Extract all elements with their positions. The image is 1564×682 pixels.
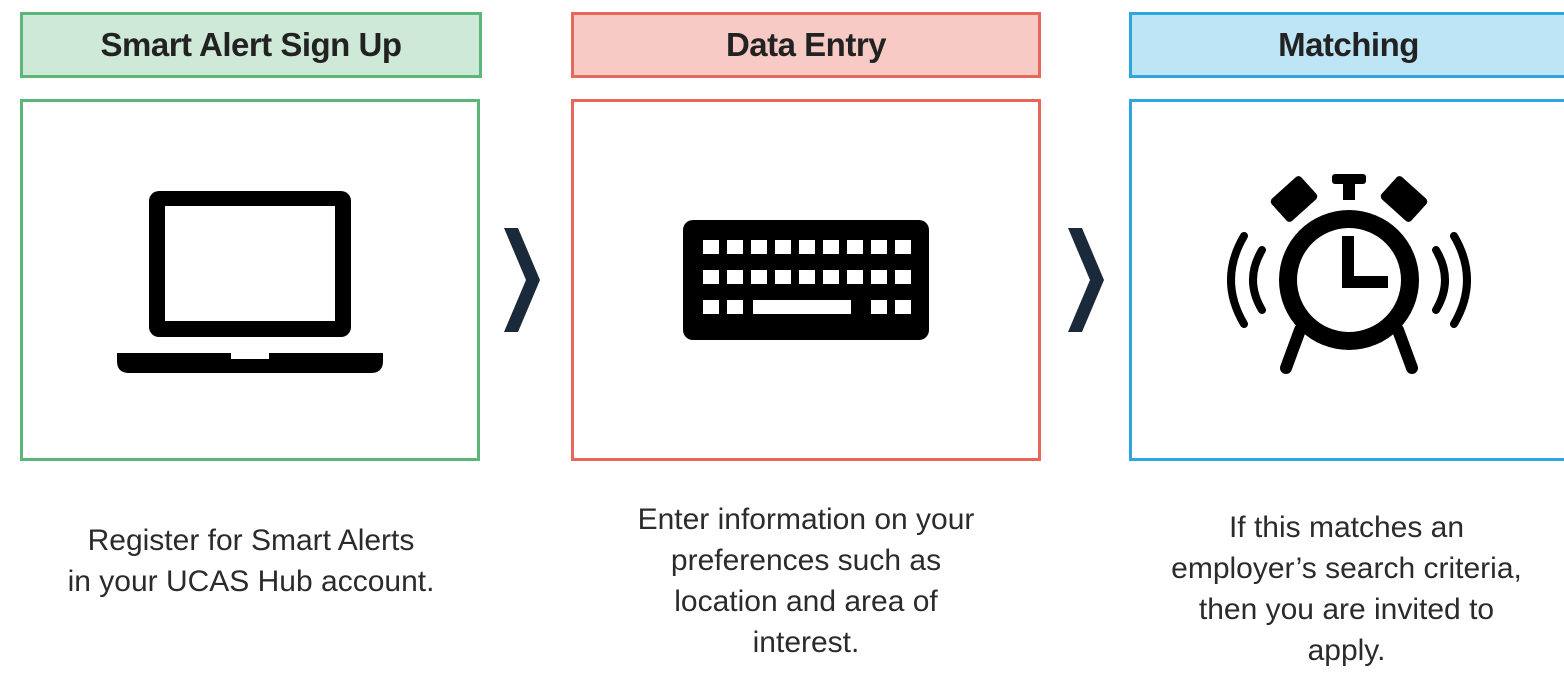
laptop-icon — [117, 191, 383, 373]
alarm-clock-icon — [1226, 174, 1471, 374]
step-title: Data Entry — [571, 12, 1041, 78]
chevron-right-icon — [504, 228, 540, 332]
step-title: Smart Alert Sign Up — [20, 12, 482, 78]
chevron-right-icon — [1068, 228, 1104, 332]
step-icon-panel — [1129, 99, 1564, 461]
step-description: Register for Smart Alerts in your UCAS H… — [67, 524, 435, 598]
step-description: Enter information on your preferences su… — [637, 503, 975, 659]
step-title: Matching — [1129, 12, 1564, 78]
keyboard-icon — [683, 220, 929, 340]
step-icon-panel — [571, 99, 1041, 461]
step-icon-panel — [20, 99, 480, 461]
step-description: If this matches an employer’s search cri… — [1171, 511, 1522, 667]
